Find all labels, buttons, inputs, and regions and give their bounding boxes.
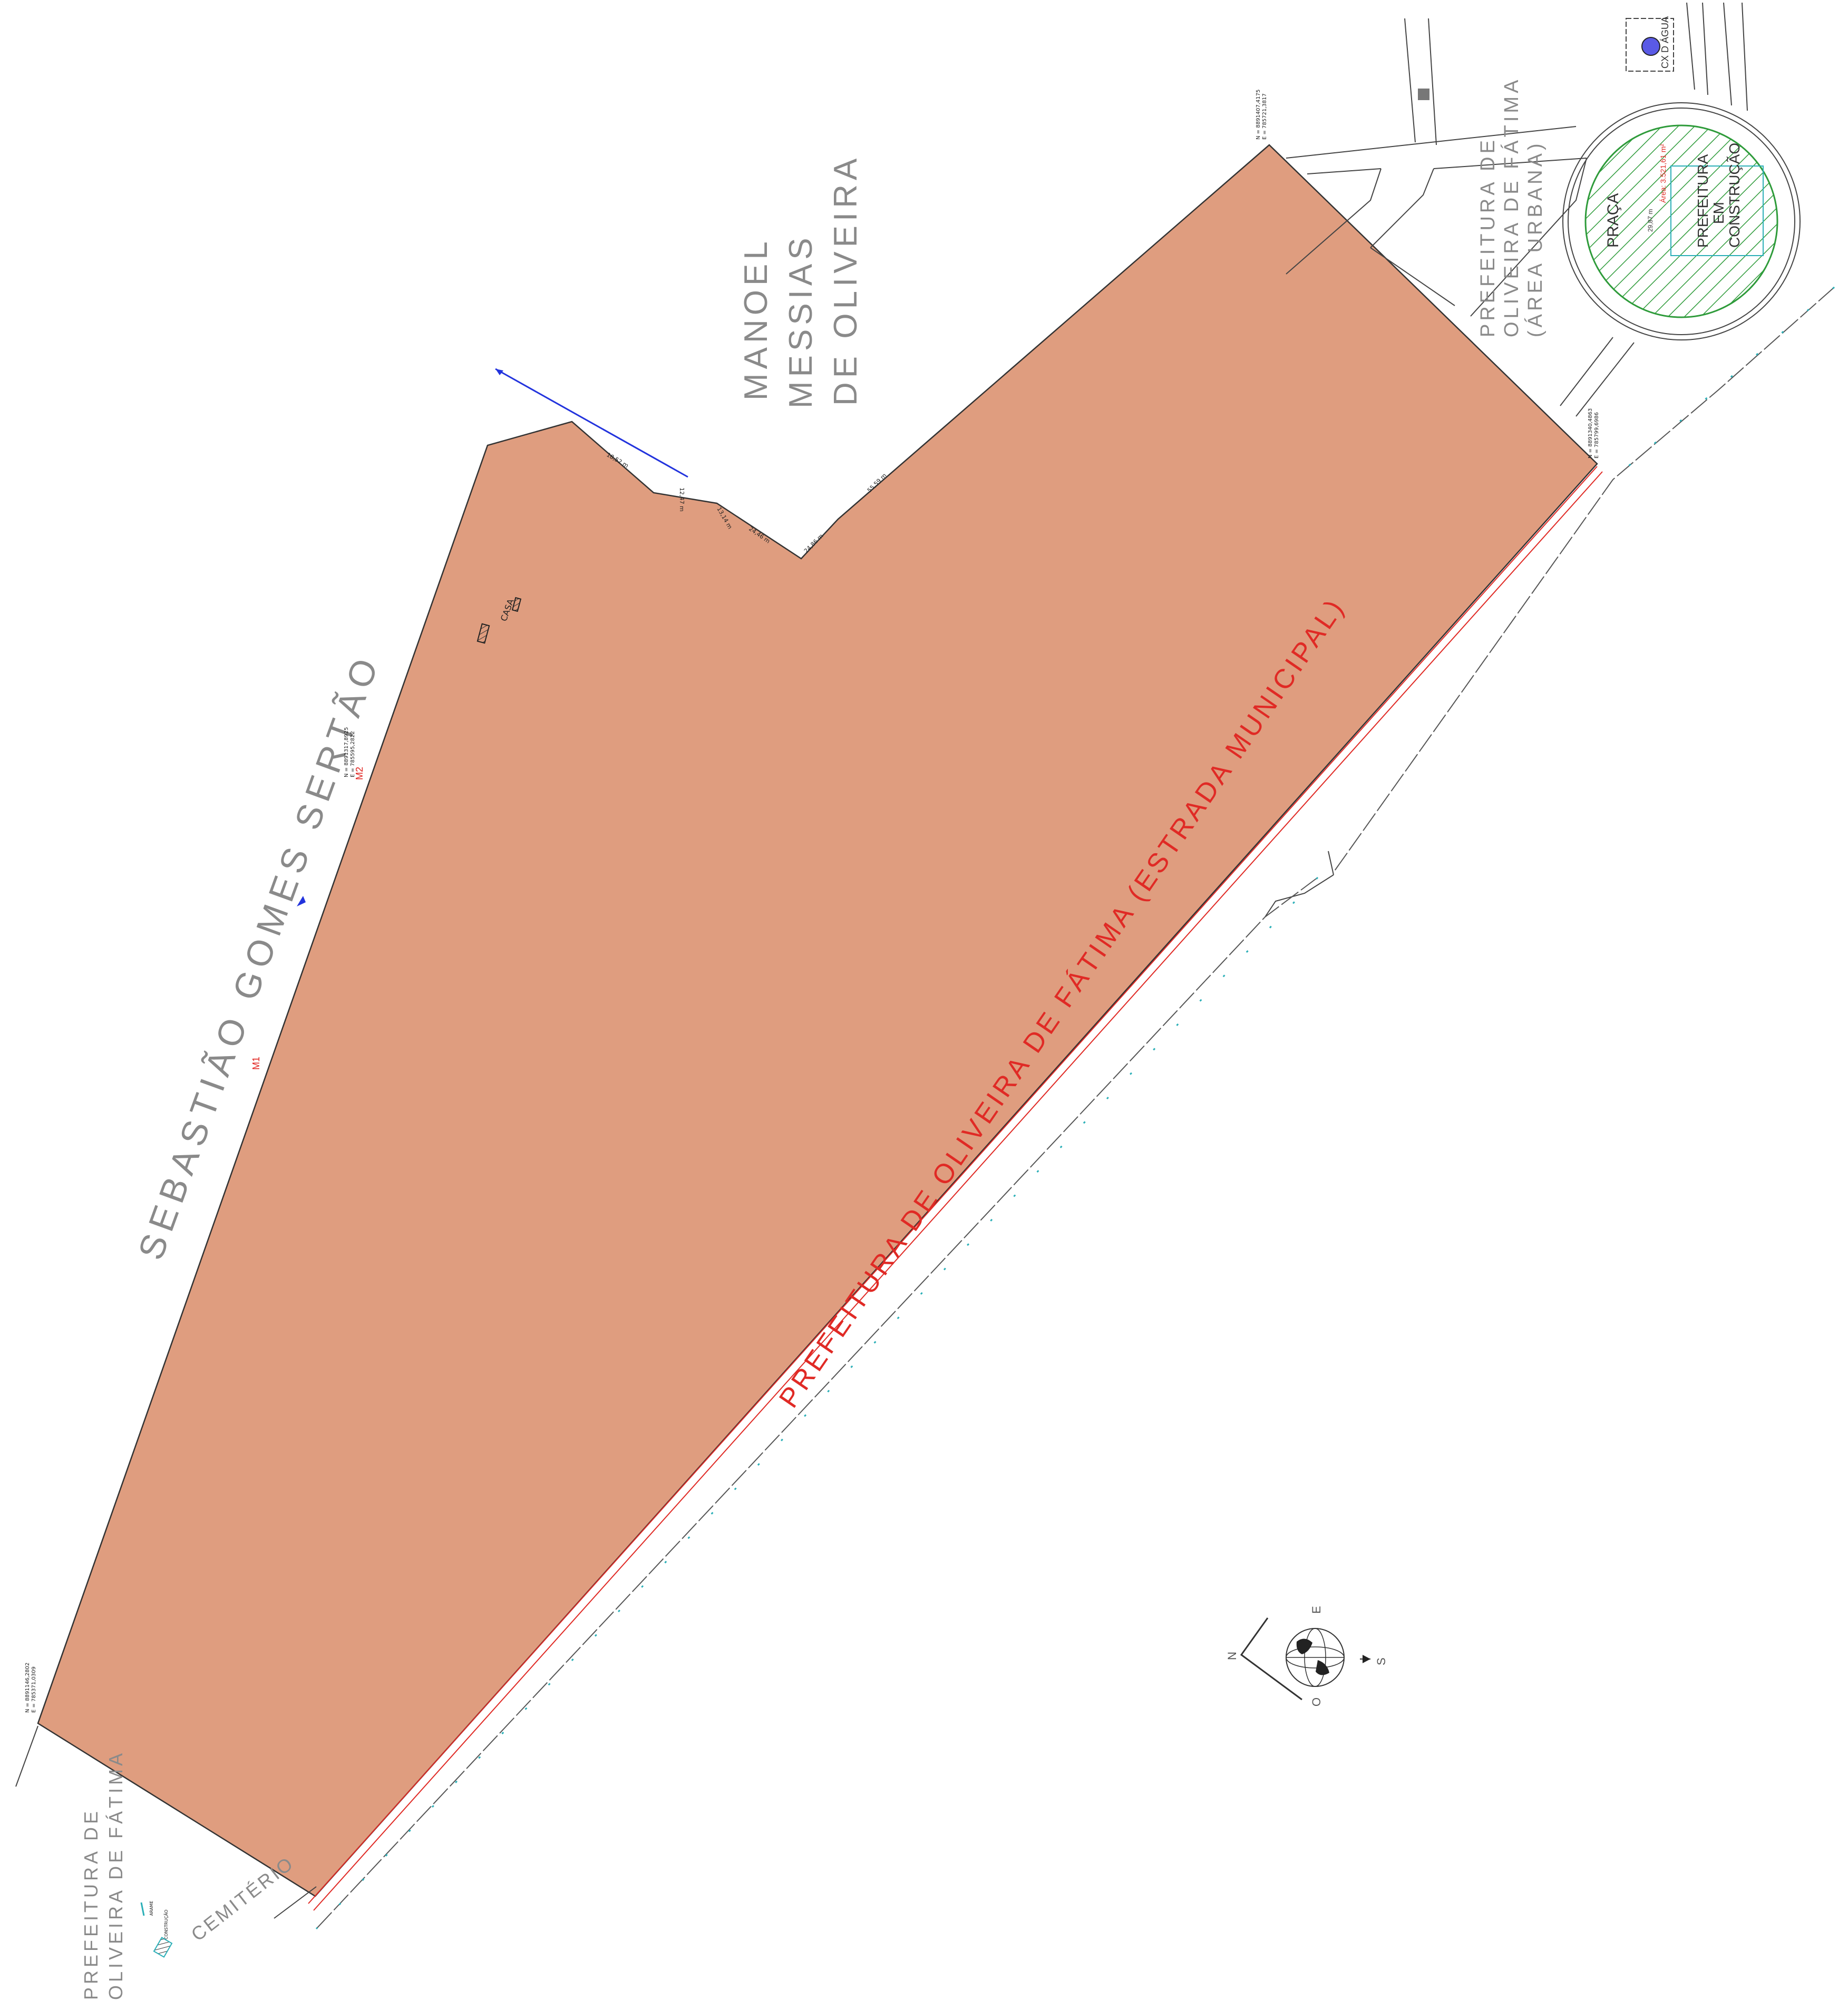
compass-n: N [1225, 1652, 1239, 1660]
marker-m2: M2 [354, 767, 365, 780]
water-tank-label: CX D ÁGUA [1660, 16, 1670, 69]
blue-direction-line [495, 368, 688, 478]
neighbor-north-3: DE OLIVEIRA [828, 154, 864, 406]
water-tank [1626, 18, 1674, 72]
arrow-icon-west [297, 896, 306, 906]
coord-west-n: N = 8891146,2802 [25, 1663, 31, 1713]
municipal-road [308, 466, 1603, 1911]
prefeitura-label-1: PREFEITURA [1695, 154, 1711, 248]
compass-e: E [1310, 1606, 1323, 1614]
legend: ARAME CONSTRUÇÃO [140, 1901, 173, 1958]
prefeitura-label-2: EM [1710, 202, 1727, 224]
legend-hatch-label: CONSTRUÇÃO [163, 1910, 169, 1939]
marker-m1: M1 [251, 1057, 261, 1070]
praca-label: PRAÇA [1604, 193, 1622, 248]
coord-east-e: E = 785799,6986 [1594, 412, 1600, 458]
neighbor-sw-2: OLIVEIRA DE FÁTIMA [105, 1750, 127, 2000]
segment-length: 12,47 m [678, 487, 685, 512]
neighbor-ne-1: PREFEITURA DE [1477, 137, 1499, 337]
coord-west-e: E = 785371,0309 [31, 1666, 37, 1713]
coord-east-n: N = 8891340,4863 [1588, 408, 1593, 458]
neighbor-north-2: MESSIAS [783, 233, 819, 408]
coord-m2-n: N = 8891317,8925 [344, 727, 349, 777]
neighbor-ne-3: (ÁREA URBANA) [1524, 140, 1547, 337]
fence-line [15, 286, 1835, 1930]
coord-top-e: E = 785721,3817 [1262, 93, 1268, 140]
arrow-icon [495, 369, 503, 375]
compass-s: S [1375, 1657, 1388, 1665]
praca-dim-label: 29,87 m [1647, 209, 1654, 232]
neighbor-sw-1: PREFEITURA DE [80, 1808, 102, 2000]
prefeitura-label-3: CONSTRUÇÃO [1726, 143, 1743, 248]
praca-area-label: Área: 3.521,61 m² [1659, 144, 1667, 203]
praca-roundabout [1562, 102, 1801, 340]
house-icon [476, 597, 522, 644]
neighbor-ne-2: OLIVEIRA DE FÁTIMA [1500, 77, 1523, 337]
neighbor-north-1: MANOEL [738, 237, 774, 401]
compass-rose: N S E O [1225, 1606, 1388, 1706]
coord-m2-e: E = 785595,2822 [350, 731, 356, 777]
north-arrow-icon [1363, 1655, 1370, 1663]
legend-fence-label: ARAME [149, 1901, 154, 1916]
coord-top-n: N = 8891407,4175 [1256, 90, 1261, 140]
small-building [1418, 89, 1429, 100]
compass-o: O [1310, 1697, 1323, 1706]
cemetery-label: CEMITÉRIO [187, 1852, 298, 1946]
urban-streets [1286, 2, 1748, 417]
